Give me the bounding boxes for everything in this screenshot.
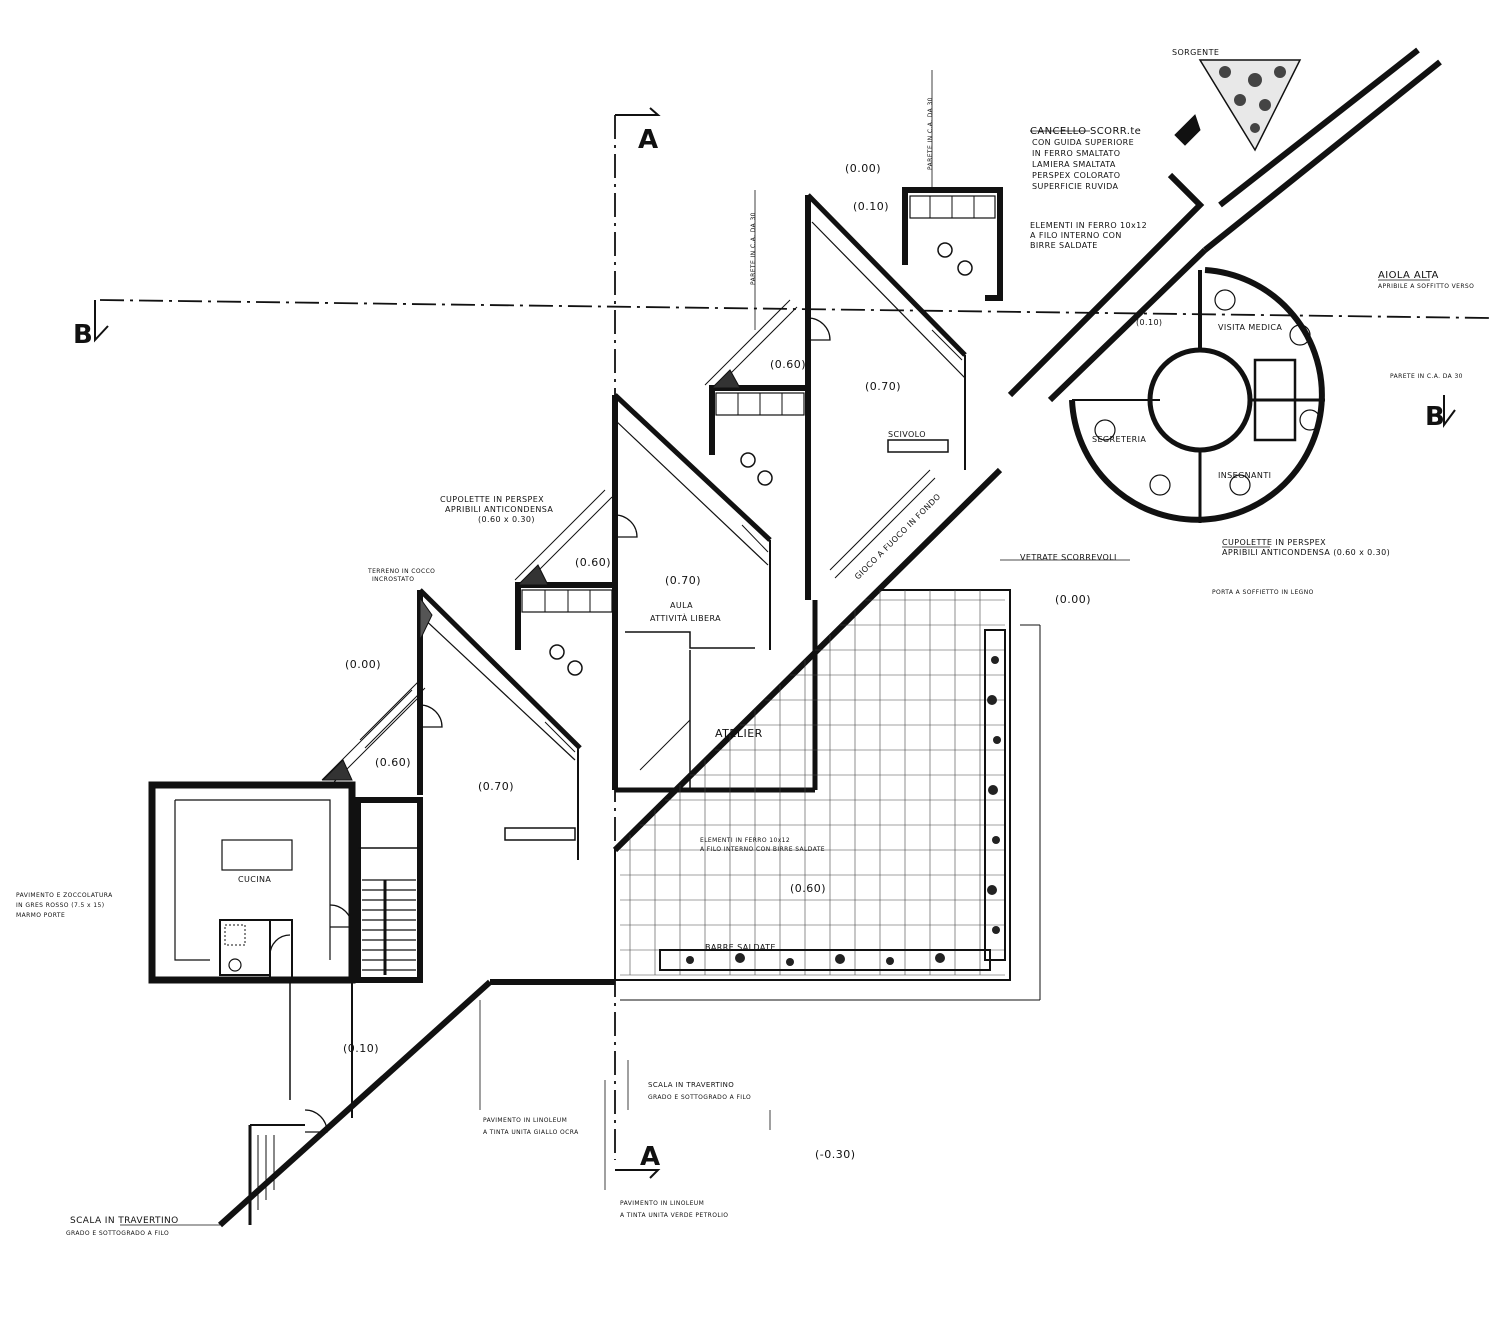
note-parete-vertical-2: PARETE IN C.A. DA 30 bbox=[927, 97, 934, 170]
level-070-a: (0.70) bbox=[865, 380, 901, 393]
level-060-a: (0.60) bbox=[770, 358, 806, 371]
classroom-block-2 bbox=[612, 393, 815, 793]
note-terreno: TERRENO IN COCCO INCROSTATO bbox=[367, 566, 438, 583]
note-pavimento-left: PAVIMENTO E ZOCCOLATURA IN GRES ROSSO (7… bbox=[16, 890, 116, 919]
level-bottom-010: (0.10) bbox=[343, 1042, 379, 1055]
note-aiola-line: AIOLA ALTA bbox=[1378, 270, 1439, 281]
note-scala-mid-line: GRADO E SOTTOGRADO A FILO bbox=[648, 1094, 751, 1101]
level-court-060: (0.60) bbox=[790, 882, 826, 895]
note-cupolette-line: (0.60 x 0.30) bbox=[478, 515, 535, 524]
note-elementi-line: ELEMENTI IN FERRO 10x12 bbox=[1030, 221, 1147, 230]
note-scala-travertino-left: SCALA IN TRAVERTINO GRADO E SOTTOGRADO A… bbox=[66, 1216, 182, 1237]
note-elementi-court-line: A FILO INTERNO CON BIRRE SALDATE bbox=[700, 846, 825, 853]
note-scala-travertino-mid: SCALA IN TRAVERTINO GRADO E SOTTOGRADO A… bbox=[648, 1080, 751, 1101]
note-pav-ocra-line: A TINTA UNITA GIALLO OCRA bbox=[483, 1129, 579, 1136]
note-cancello-line: IN FERRO SMALTATO bbox=[1032, 149, 1120, 158]
level-left-000: (0.00) bbox=[345, 658, 381, 671]
level-court-000: (0.00) bbox=[1055, 593, 1091, 606]
section-markers: A A B B bbox=[73, 125, 1445, 1172]
note-terreno-line: INCROSTATO bbox=[372, 576, 414, 583]
annotation-notes: CANCELLO SCORR.te CON GUIDA SUPERIORE IN… bbox=[16, 97, 1474, 1237]
note-parete-vertical-1: PARETE IN C.A. DA 30 bbox=[750, 212, 757, 285]
room-insegnanti: INSEGNANTI bbox=[1218, 471, 1271, 480]
room-atelier: ATELIER bbox=[715, 727, 763, 740]
note-elementi-court: ELEMENTI IN FERRO 10x12 A FILO INTERNO C… bbox=[700, 835, 825, 853]
level-070-c: (0.70) bbox=[478, 780, 514, 793]
room-visita-medica: VISITA MEDICA bbox=[1218, 323, 1282, 332]
note-cancello-line: LAMIERA SMALTATA bbox=[1032, 160, 1116, 169]
planter-triangles bbox=[321, 369, 741, 781]
note-pav-linoleum-ocra: PAVIMENTO IN LINOLEUM A TINTA UNITA GIAL… bbox=[483, 1115, 579, 1136]
classroom-block-3 bbox=[805, 193, 967, 790]
note-pav-verde-line: PAVIMENTO IN LINOLEUM bbox=[620, 1200, 704, 1207]
leader-lines bbox=[120, 70, 1430, 1226]
room-segreteria: SEGRETERIA bbox=[1092, 435, 1146, 444]
level-top-010: (0.10) bbox=[853, 200, 889, 213]
level-060-b: (0.60) bbox=[575, 556, 611, 569]
label-scivolo: SCIVOLO bbox=[888, 430, 926, 439]
level-bottom-030: (-0.30) bbox=[815, 1148, 856, 1161]
note-pavimento-line: PAVIMENTO E ZOCCOLATURA bbox=[16, 892, 113, 899]
note-scala-left-line: SCALA IN TRAVERTINO bbox=[70, 1216, 179, 1226]
room-attivita: ATTIVITÀ LIBERA bbox=[650, 612, 721, 623]
room-cucina: CUCINA bbox=[238, 875, 271, 884]
note-pav-linoleum-verde: PAVIMENTO IN LINOLEUM A TINTA UNITA VERD… bbox=[620, 1198, 728, 1219]
note-cancello-line: PERSPEX COLORATO bbox=[1032, 171, 1120, 180]
room-aula: AULA bbox=[670, 601, 693, 610]
note-aiola-alta: AIOLA ALTA APRIBILE A SOFFITTO VERSO bbox=[1378, 270, 1474, 290]
level-070-b: (0.70) bbox=[665, 574, 701, 587]
note-cupolette-line: CUPOLETTE IN PERSPEX bbox=[1222, 538, 1326, 547]
note-elementi-line: A FILO INTERNO CON bbox=[1030, 231, 1122, 240]
level-060-c: (0.60) bbox=[375, 756, 411, 769]
note-porta-soffietto: PORTA A SOFFIETTO IN LEGNO bbox=[1212, 589, 1314, 596]
note-pavimento-line: IN GRES ROSSO (7.5 x 15) bbox=[16, 902, 104, 909]
note-elementi-court-line: ELEMENTI IN FERRO 10x12 bbox=[700, 837, 790, 844]
round-admin-block bbox=[1069, 267, 1325, 523]
kitchen-block bbox=[148, 781, 423, 1225]
note-elementi-line: BIRRE SALDATE bbox=[1030, 241, 1098, 250]
note-scala-mid-line: SCALA IN TRAVERTINO bbox=[648, 1081, 734, 1089]
courtyard-grid-lines bbox=[620, 590, 1005, 976]
hedge-triangle bbox=[1174, 59, 1302, 152]
note-cupolette-left: CUPOLETTE IN PERSPEX APRIBILI ANTICONDEN… bbox=[440, 495, 556, 524]
note-cancello: CANCELLO SCORR.te CON GUIDA SUPERIORE IN… bbox=[1030, 126, 1144, 191]
level-labels: (0.00) (0.10) (0.60) (0.60) (0.60) (0.70… bbox=[343, 162, 1162, 1161]
note-scala-left-line: GRADO E SOTTOGRADO A FILO bbox=[66, 1230, 169, 1237]
note-cancello-line: CON GUIDA SUPERIORE bbox=[1032, 138, 1134, 147]
note-vetrate: VETRATE SCORREVOLI bbox=[1020, 553, 1117, 562]
level-round-010: (0.10) bbox=[1136, 318, 1162, 327]
level-top-000: (0.00) bbox=[845, 162, 881, 175]
label-barre: BARRE SALDATE bbox=[705, 943, 776, 952]
label-sorgente: SORGENTE bbox=[1172, 48, 1219, 57]
note-cancello-line: CANCELLO SCORR.te bbox=[1030, 126, 1141, 137]
note-cancello-line: SUPERFICIE RUVIDA bbox=[1032, 182, 1119, 191]
note-pav-ocra-line: PAVIMENTO IN LINOLEUM bbox=[483, 1117, 567, 1124]
planters-court bbox=[620, 624, 1041, 1001]
note-aiola-line: APRIBILE A SOFFITTO VERSO bbox=[1378, 283, 1474, 290]
note-terreno-line: TERRENO IN COCCO bbox=[367, 568, 435, 575]
note-pavimento-line: MARMO PORTE bbox=[16, 912, 65, 919]
note-parete-ca: PARETE IN C.A. DA 30 bbox=[1390, 373, 1463, 380]
note-cupolette-line: CUPOLETTE IN PERSPEX bbox=[440, 495, 544, 504]
note-elementi-top: ELEMENTI IN FERRO 10x12 A FILO INTERNO C… bbox=[1030, 221, 1150, 250]
section-b-right: B bbox=[1425, 402, 1445, 432]
note-cupolette-right: CUPOLETTE IN PERSPEX APRIBILI ANTICONDEN… bbox=[1222, 538, 1390, 557]
section-a-top: A bbox=[638, 125, 658, 155]
note-pav-verde-line: A TINTA UNITA VERDE PETROLIO bbox=[620, 1212, 728, 1219]
note-cupolette-line: APRIBILI ANTICONDENSA bbox=[445, 505, 553, 514]
courtyard-paving bbox=[614, 589, 1011, 981]
note-cupolette-line: APRIBILI ANTICONDENSA (0.60 x 0.30) bbox=[1222, 548, 1390, 557]
section-a-bottom: A bbox=[640, 1142, 660, 1172]
section-b-left: B bbox=[73, 320, 93, 350]
